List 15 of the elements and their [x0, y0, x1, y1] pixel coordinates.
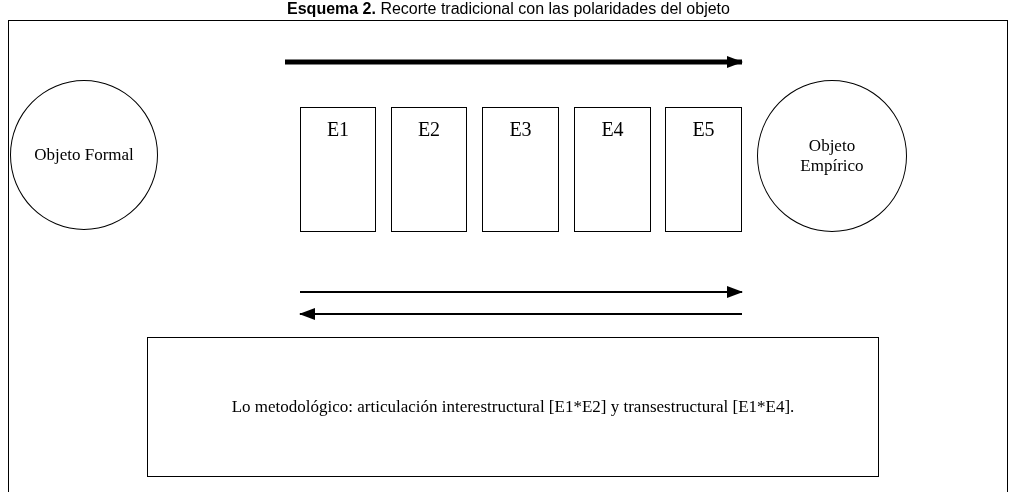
node-label: E3 — [509, 118, 532, 141]
node-label: E5 — [692, 118, 715, 141]
node-label: E2 — [417, 118, 441, 141]
stage-box — [391, 107, 467, 232]
node-label: Objeto Empírico — [799, 136, 865, 176]
node-label: Objeto Formal — [34, 145, 134, 165]
stage-box — [665, 107, 742, 232]
stage-box — [482, 107, 559, 232]
stage-box — [300, 107, 376, 232]
node-label: E1 — [326, 118, 350, 141]
diagram-title: Esquema 2. Recorte tradicional con las polaridades del objeto — [286, 0, 731, 18]
note-box — [147, 337, 879, 477]
node-label: E4 — [601, 118, 624, 141]
stage-box — [574, 107, 651, 232]
node-label: Lo metodológico: articulación interestructural [E1*E2] y transestructural [E1*E4]. — [231, 397, 795, 417]
